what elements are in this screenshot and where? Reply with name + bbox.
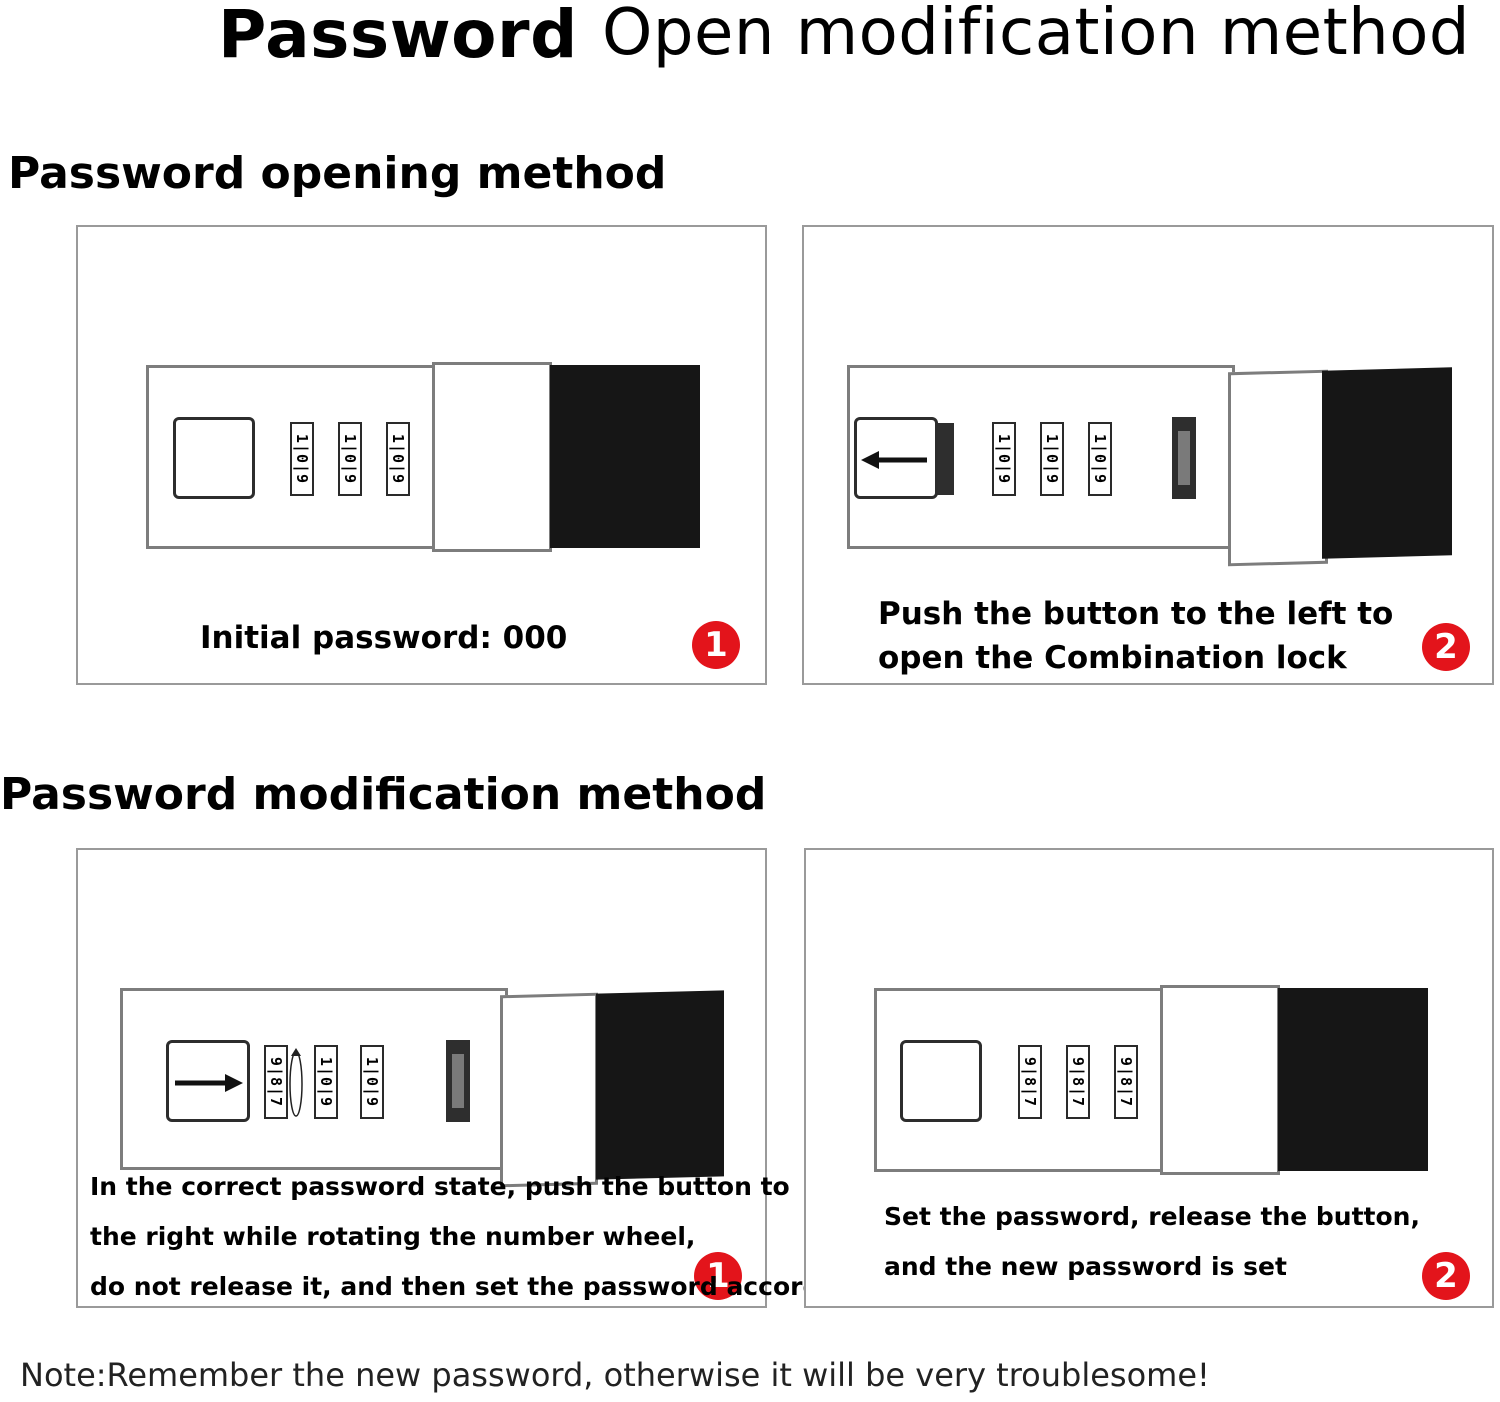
drawer-block (550, 365, 700, 548)
number-wheel: 9|8|7 (1066, 1045, 1090, 1119)
number-wheel: 1|0|9 (1088, 422, 1112, 496)
lock-cover (432, 362, 552, 552)
latch-block (446, 1040, 470, 1122)
main-title: Password Open modification method (0, 0, 1500, 80)
number-wheel: 1|0|9 (290, 422, 314, 496)
slide-button (900, 1040, 982, 1122)
number-wheel: 1|0|9 (1040, 422, 1064, 496)
lock-cover (1160, 985, 1280, 1175)
number-wheel: 1|0|9 (386, 422, 410, 496)
slide-button (854, 417, 938, 499)
number-wheel: 9|8|7 (1114, 1045, 1138, 1119)
rotate-icon (289, 1048, 303, 1117)
latch-block (1172, 417, 1196, 499)
panel-push-right: 9|8|7 1|0|9 1|0|9 1 (76, 848, 767, 1308)
title-bold: Password (218, 0, 578, 73)
drawer-block (1278, 988, 1428, 1171)
caption-initial-password: Initial password: 000 (200, 620, 568, 656)
panel-push-left: 1|0|9 1|0|9 1|0|9 Push the button to the… (802, 225, 1494, 685)
lock-cover (500, 992, 598, 1188)
caption-push-right-1: In the correct password state, push the … (90, 1172, 790, 1201)
caption-push-left-1: Push the button to the left to (878, 596, 1394, 632)
arrow-left-icon (861, 451, 927, 469)
number-wheel: 9|8|7 (1018, 1045, 1042, 1119)
arrow-right-icon (175, 1074, 243, 1092)
caption-set-password-2: and the new password is set (884, 1252, 1287, 1281)
section-title-opening: Password opening method (8, 148, 667, 199)
slide-button (166, 1040, 250, 1122)
footer-note: Note:Remember the new password, otherwis… (20, 1356, 1210, 1394)
step-badge: 2 (1422, 1252, 1470, 1300)
panel-initial-password: 1|0|9 1|0|9 1|0|9 Initial password: 000 … (76, 225, 767, 685)
drawer-block (1322, 367, 1452, 559)
number-wheel: 1|0|9 (314, 1045, 338, 1119)
caption-push-left-2: open the Combination lock (878, 640, 1347, 676)
drawer-block (596, 990, 724, 1180)
panel-set-password: 9|8|7 9|8|7 9|8|7 Set the password, rele… (804, 848, 1494, 1308)
section-title-modification: Password modification method (0, 769, 767, 820)
step-badge: 2 (1422, 623, 1470, 671)
lock-cover (1228, 369, 1328, 567)
slide-button (173, 417, 255, 499)
caption-push-right-2: the right while rotating the number whee… (90, 1222, 696, 1251)
number-wheel: 9|8|7 (264, 1045, 288, 1119)
step-badge: 1 (694, 1252, 742, 1300)
caption-push-right-3: do not release it, and then set the pass… (90, 1272, 890, 1301)
number-wheel: 1|0|9 (360, 1045, 384, 1119)
step-badge: 1 (692, 621, 740, 669)
number-wheel: 1|0|9 (338, 422, 362, 496)
latch-block (934, 423, 954, 495)
number-wheel: 1|0|9 (992, 422, 1016, 496)
caption-set-password-1: Set the password, release the button, (884, 1202, 1420, 1231)
title-light: Open modification method (602, 0, 1470, 70)
